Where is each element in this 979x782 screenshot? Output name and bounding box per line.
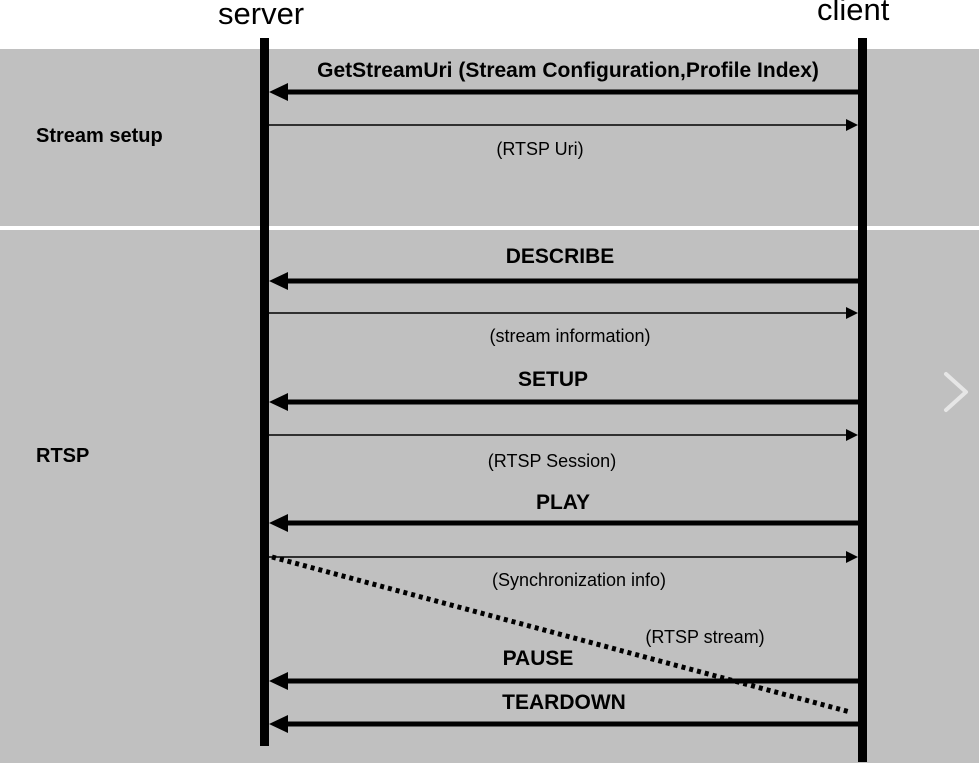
message-stream-dotted	[271, 554, 851, 715]
message-arrowhead-play	[269, 514, 288, 532]
message-arrowhead-setup	[269, 393, 288, 411]
message-arrowhead-describe	[269, 272, 288, 290]
message-arrowhead-synchronization-info	[846, 551, 858, 563]
lifeline-client	[858, 38, 867, 762]
section-label-stream-setup: Stream setup	[36, 125, 163, 147]
message-arrowhead-getstreamuri	[269, 83, 288, 101]
lifeline-server	[260, 38, 269, 746]
message-arrowhead-teardown	[269, 715, 288, 733]
message-label-rtsp-session: (RTSP Session)	[487, 451, 617, 471]
message-label-stream-information: (stream information)	[489, 326, 651, 346]
section-band-rtsp	[0, 230, 979, 763]
actor-server: server	[218, 0, 305, 31]
message-arrowhead-rtsp-uri	[846, 119, 858, 131]
message-label-setup: SETUP	[517, 368, 589, 391]
message-arrowhead-pause	[269, 672, 288, 690]
section-band-stream-setup	[0, 49, 979, 226]
section-separator	[0, 226, 979, 230]
actor-client: client	[817, 0, 890, 27]
chevron-right-icon[interactable]	[938, 370, 972, 414]
message-label-getstreamuri: GetStreamUri (Stream Configuration,Profi…	[317, 59, 819, 82]
message-label-pause: PAUSE	[502, 647, 574, 670]
message-label-describe: DESCRIBE	[505, 245, 615, 268]
message-arrowhead-rtsp-session	[846, 429, 858, 441]
message-arrowhead-stream-information	[846, 307, 858, 319]
message-label-rtsp-uri: (RTSP Uri)	[496, 139, 584, 159]
message-label-synchronization-info: (Synchronization info)	[491, 570, 667, 590]
message-label-rtsp-stream: (RTSP stream)	[645, 627, 765, 647]
section-label-rtsp: RTSP	[36, 445, 90, 467]
message-label-play: PLAY	[535, 491, 591, 514]
message-label-teardown: TEARDOWN	[502, 691, 626, 714]
